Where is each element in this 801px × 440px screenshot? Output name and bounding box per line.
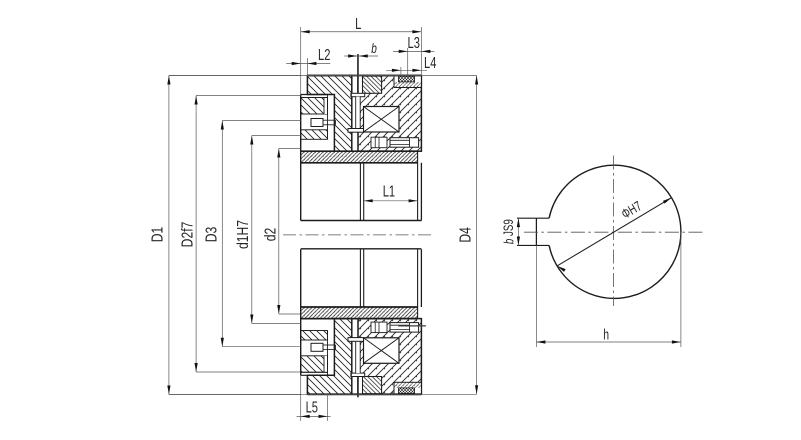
- svg-text:L3: L3: [407, 34, 419, 51]
- svg-text:b: b: [371, 40, 377, 56]
- svg-text:L1: L1: [383, 183, 395, 200]
- svg-text:D4: D4: [457, 227, 475, 243]
- svg-text:D2f7: D2f7: [179, 222, 197, 248]
- svg-text:d2: d2: [262, 228, 280, 242]
- svg-text:D3: D3: [203, 227, 221, 243]
- svg-text:L: L: [355, 15, 362, 32]
- svg-text:D1: D1: [149, 227, 167, 243]
- svg-text:L4: L4: [424, 54, 437, 71]
- svg-text:L2: L2: [318, 46, 330, 63]
- svg-text:d1H7: d1H7: [235, 220, 253, 249]
- svg-text:L5: L5: [306, 399, 318, 416]
- svg-text:h: h: [603, 327, 609, 343]
- svg-text:b JS9: b JS9: [502, 219, 517, 244]
